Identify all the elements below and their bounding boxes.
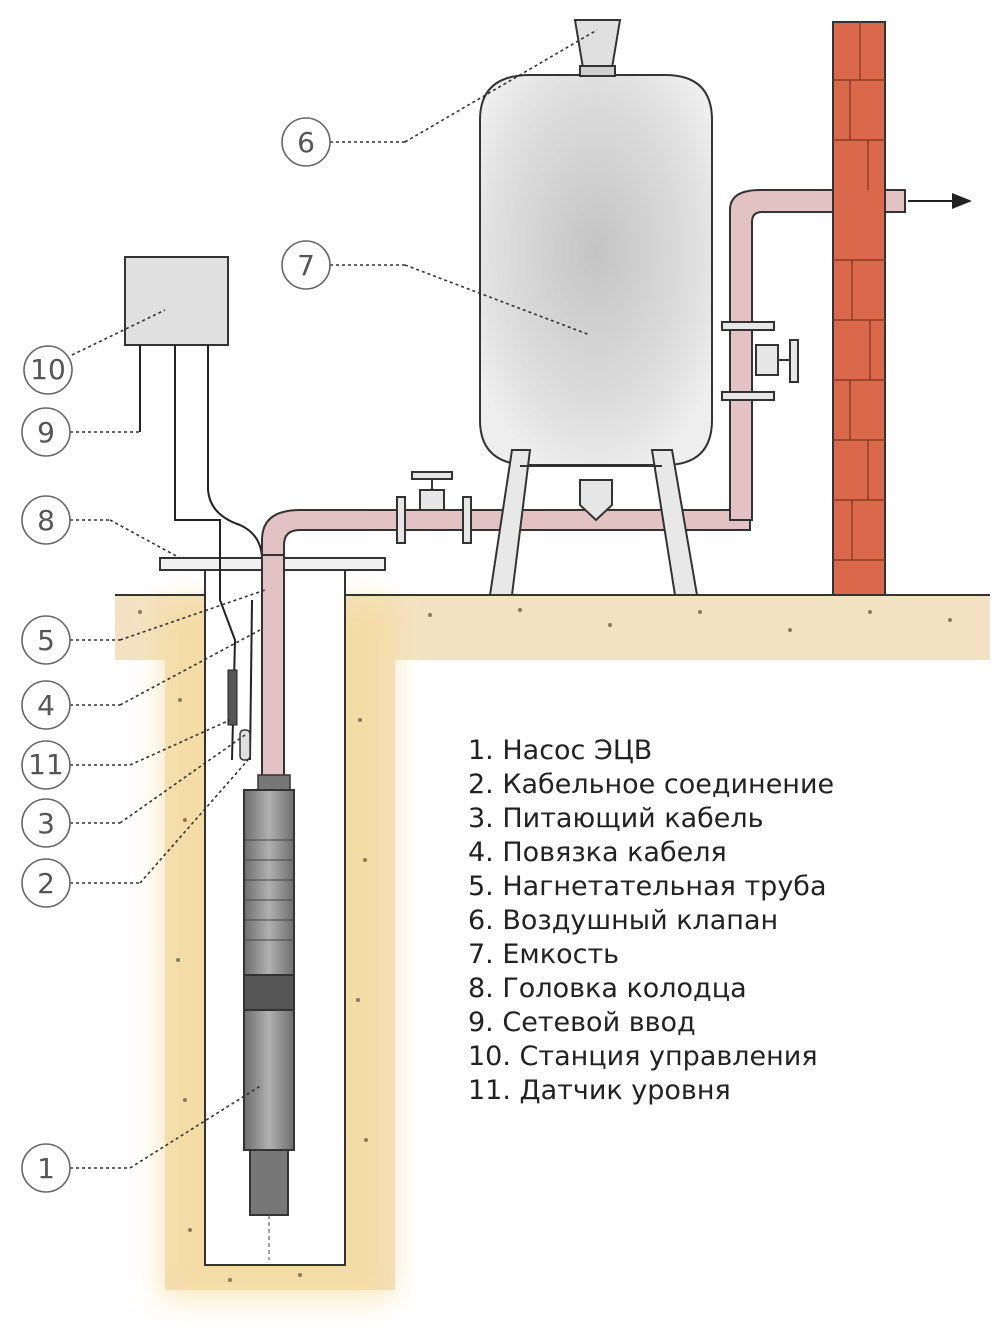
- svg-text:4: 4: [37, 689, 55, 722]
- legend-item-4: 4. Повязка кабеля: [468, 837, 727, 868]
- legend-item-6: 6. Воздушный клапан: [468, 905, 779, 936]
- outflow-arrow: [908, 193, 972, 209]
- air-valve: [573, 19, 622, 77]
- submersible-pump: [243, 774, 295, 1260]
- svg-text:5: 5: [37, 624, 55, 657]
- level-sensor: [227, 669, 238, 726]
- legend-list: 1. Насос ЭЦВ 2. Кабельное соединение 3. …: [468, 734, 834, 1108]
- callout-5: 5: [21, 615, 71, 665]
- svg-text:2: 2: [37, 867, 55, 900]
- legend-item-5: 5. Нагнетательная труба: [468, 871, 827, 902]
- callout-8: 8: [21, 495, 71, 545]
- callout-6: 6: [281, 117, 331, 167]
- legend-item-8: 8. Головка колодца: [468, 973, 747, 1004]
- legend-item-1: 1. Насос ЭЦВ: [468, 735, 653, 766]
- callout-1: 1: [21, 1143, 71, 1193]
- pressure-tank: [479, 74, 713, 596]
- callout-11: 11: [21, 740, 71, 790]
- callout-10: 10: [23, 345, 73, 395]
- gate-valve-horizontal: [396, 471, 472, 544]
- svg-text:3: 3: [37, 807, 55, 840]
- legend-item-3: 3. Питающий кабель: [468, 803, 764, 834]
- callout-2: 2: [21, 858, 71, 908]
- svg-text:9: 9: [37, 416, 55, 449]
- callout-7: 7: [281, 240, 331, 290]
- legend-item-10: 10. Станция управления: [468, 1041, 818, 1072]
- svg-text:11: 11: [28, 748, 64, 781]
- gate-valve-vertical: [721, 321, 799, 401]
- tank-connector: [579, 479, 613, 522]
- leader-lines: [70, 29, 598, 1169]
- callout-9: 9: [21, 407, 71, 457]
- svg-text:10: 10: [30, 353, 66, 386]
- legend-item-11: 11. Датчик уровня: [468, 1075, 731, 1106]
- callout-4: 4: [21, 680, 71, 730]
- svg-text:1: 1: [37, 1152, 55, 1185]
- legend-item-7: 7. Емкость: [468, 939, 620, 970]
- svg-text:6: 6: [297, 126, 315, 159]
- brick-wall: [832, 21, 886, 596]
- svg-text:7: 7: [297, 249, 315, 282]
- discharge-pipe: [261, 189, 906, 786]
- cable-joint: [239, 729, 251, 761]
- legend-item-9: 9. Сетевой ввод: [468, 1007, 696, 1038]
- callout-3: 3: [21, 798, 71, 848]
- control-station: [124, 256, 229, 346]
- svg-text:8: 8: [37, 504, 55, 537]
- legend-item-2: 2. Кабельное соединение: [468, 769, 835, 800]
